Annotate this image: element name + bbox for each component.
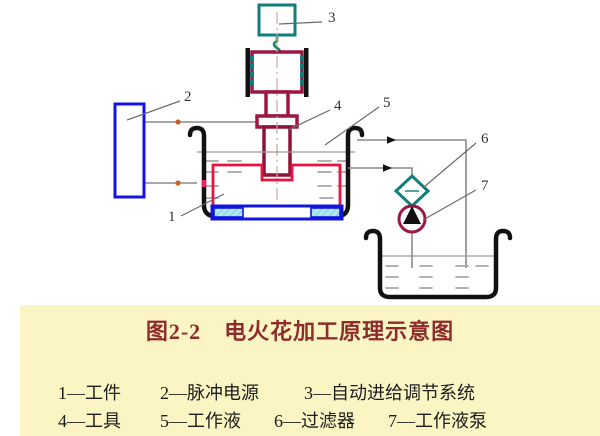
coil-windings-left: [250, 56, 254, 85]
callout-number-2: 2: [184, 89, 192, 105]
pump-impeller-triangle: [403, 206, 421, 224]
leader-1: [180, 193, 225, 217]
reservoir-tank-wall: [363, 228, 513, 300]
legend-item-2: 2—脉冲电源: [160, 379, 259, 405]
callout-number-4: 4: [334, 98, 342, 114]
legend-item-5: 5—工作液: [160, 407, 241, 433]
leader-5: [324, 106, 380, 146]
legend-number: 3—: [304, 383, 331, 403]
fluid-marks: [204, 160, 350, 199]
leader-2: [126, 100, 181, 121]
legend-label: 脉冲电源: [187, 383, 259, 403]
legend-number: 6—: [274, 411, 301, 431]
leader-6: [423, 142, 477, 188]
legend-number: 2—: [160, 383, 187, 403]
figure-caption-title: 图2-2 电火花加工原理示意图: [145, 319, 455, 344]
legend-item-6: 6—过滤器: [274, 407, 355, 433]
callout-number-1: 1: [168, 209, 176, 225]
legend-number: 1—: [58, 383, 85, 403]
legend-label: 工件: [85, 383, 121, 403]
legend-label: 过滤器: [301, 411, 355, 431]
workpiece-outline: [211, 163, 342, 212]
callout-leaders: [126, 21, 477, 221]
leader-7: [422, 189, 477, 221]
base-plate: [210, 204, 344, 221]
callout-number-3: 3: [328, 10, 336, 26]
fluid-pipes: [348, 139, 467, 268]
wire-node-dot-top: [175, 119, 181, 125]
leader-4: [287, 109, 331, 131]
flow-arrow-lower: [383, 164, 392, 172]
legend-item-3: 3—自动进给调节系统: [304, 379, 475, 405]
legend-item-1: 1—工件: [58, 379, 121, 405]
callout-number-7: 7: [481, 178, 489, 194]
legend-label: 工作液: [187, 411, 241, 431]
legend-number: 4—: [58, 411, 85, 431]
pulse-power-supply-box: [113, 102, 146, 199]
legend-number: 5—: [160, 411, 187, 431]
insulator-block-right: [310, 207, 341, 218]
callout-number-6: 6: [481, 131, 489, 147]
coil-windings-right: [300, 56, 304, 85]
legend-label: 工具: [85, 411, 121, 431]
legend-number: 7—: [388, 411, 415, 431]
legend-item-7: 7—工作液泵: [388, 407, 487, 433]
actuator-rail-right: [304, 48, 309, 97]
callout-number-5: 5: [383, 95, 391, 111]
leader-3: [278, 21, 323, 25]
reservoir-fluid-marks: [385, 265, 489, 289]
legend-label: 自动进给调节系统: [331, 383, 475, 403]
legend-label: 工作液泵: [415, 411, 487, 431]
insulator-block-left: [213, 207, 244, 218]
wire-node-dot-bottom: [175, 180, 181, 186]
actuator-rail-left: [245, 48, 250, 97]
edm-schematic-diagram: 3 2 4 5 6 7 1: [113, 3, 513, 300]
legend-item-4: 4—工具: [58, 407, 121, 433]
flow-arrow-upper: [387, 136, 396, 144]
